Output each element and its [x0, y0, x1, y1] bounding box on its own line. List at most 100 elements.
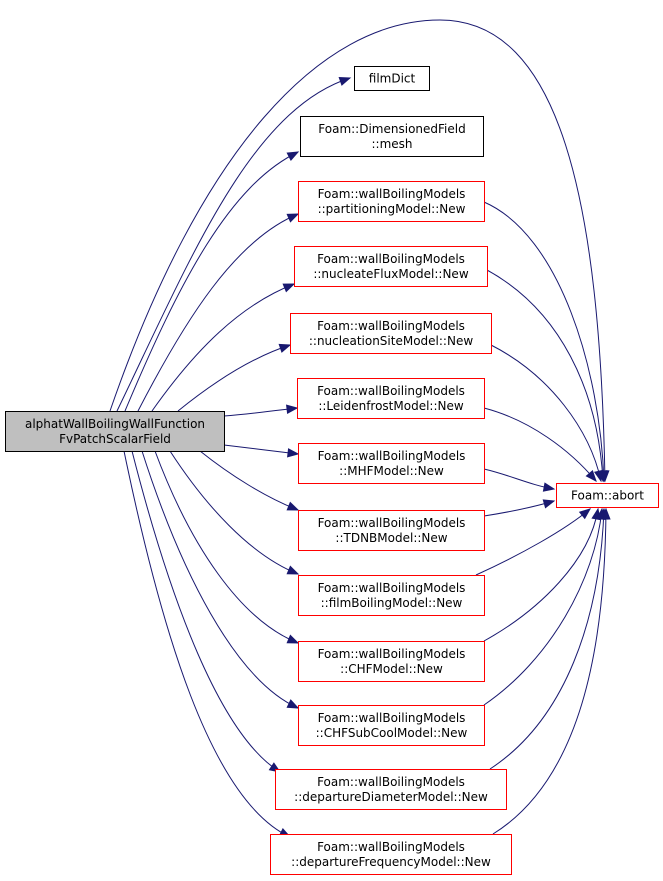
edge-root-to-filmBoiling [169, 450, 300, 575]
node-departureFrequency[interactable]: Foam::wallBoilingModels::departureFreque… [270, 834, 512, 875]
edge-line [486, 269, 604, 482]
node-label-line: Foam::wallBoilingModels [318, 711, 466, 725]
edge-line [141, 450, 299, 709]
edge-line [154, 450, 299, 644]
edge-departureFrequency-to-abort [492, 507, 611, 835]
edge-line [483, 508, 599, 642]
node-box [297, 378, 485, 419]
nodes-layer: alphatWallBoilingWallFunctionFvPatchScal… [5, 66, 659, 875]
edge-line [483, 500, 555, 517]
edges-layer [109, 19, 611, 838]
node-box [270, 834, 512, 875]
node-label-line: ::CHFSubCoolModel::New [316, 726, 468, 740]
node-label-line: Foam::wallBoilingModels [318, 187, 466, 201]
node-label-line: ::mesh [371, 137, 412, 151]
edge-root-to-departureDiameter [131, 450, 282, 773]
node-box [290, 313, 492, 354]
edge-arrowhead [542, 499, 556, 509]
node-partitioning[interactable]: Foam::wallBoilingModels::partitioningMod… [298, 181, 485, 222]
edge-root-to-mhf [223, 444, 300, 458]
node-chf[interactable]: Foam::wallBoilingModels::CHFModel::New [298, 641, 485, 682]
edge-root-to-nucleationSite [177, 343, 292, 412]
edge-arrowhead [578, 508, 592, 520]
edge-filmBoiling-to-abort [475, 508, 592, 576]
node-label-line: ::LeidenfrostModel::New [318, 399, 464, 413]
node-filmBoiling[interactable]: Foam::wallBoilingModels::filmBoilingMode… [298, 575, 485, 616]
edge-line [116, 77, 351, 412]
edge-departureDiameter-to-abort [489, 507, 609, 770]
edge-line [109, 19, 606, 482]
edge-root-to-nucleateFlux [151, 283, 296, 412]
node-label-line: ::departureFrequencyModel::New [291, 855, 491, 869]
node-label-line: alphatWallBoilingWallFunction [25, 417, 205, 431]
edge-line [223, 407, 298, 417]
edge-root-to-leidenfrost [223, 404, 299, 417]
edge-arrowhead [286, 634, 300, 644]
node-label-line: ::filmBoilingModel::New [321, 596, 463, 610]
edge-partitioning-to-abort [483, 201, 609, 483]
node-filmDict[interactable]: filmDict [354, 66, 430, 91]
node-abort[interactable]: Foam::abort [556, 483, 659, 508]
edge-root-to-filmDict [116, 76, 352, 412]
node-box [275, 769, 507, 810]
node-label-line: Foam::wallBoilingModels [317, 775, 465, 789]
edge-nucleationSite-to-abort [490, 344, 604, 483]
edge-root-to-departureFrequency [123, 450, 292, 838]
node-box [298, 641, 485, 682]
node-label-line: Foam::wallBoilingModels [317, 384, 465, 398]
edge-arrowhead [286, 699, 300, 709]
edge-line [483, 468, 555, 490]
node-nucleationSite[interactable]: Foam::wallBoilingModels::nucleationSiteM… [290, 313, 492, 354]
edge-line [483, 407, 597, 482]
node-label-line: Foam::DimensionedField [318, 122, 465, 136]
node-box [298, 705, 485, 746]
node-label-line: ::MHFModel::New [339, 464, 444, 478]
edge-nucleateFlux-to-abort [486, 269, 608, 483]
node-label-line: Foam::wallBoilingModels [317, 252, 465, 266]
edge-root-to-tdnb [199, 450, 300, 511]
node-departureDiameter[interactable]: Foam::wallBoilingModels::departureDiamet… [275, 769, 507, 810]
node-label-line: Foam::wallBoilingModels [317, 840, 465, 854]
node-mesh[interactable]: Foam::DimensionedField::mesh [300, 116, 484, 157]
node-tdnb[interactable]: Foam::wallBoilingModels::TDNBModel::New [298, 510, 485, 551]
node-label-line: ::CHFModel::New [340, 662, 443, 676]
edge-line [199, 450, 299, 511]
edge-line [151, 283, 295, 412]
edge-line [124, 151, 299, 412]
edge-line [492, 508, 607, 835]
edge-line [123, 450, 291, 838]
node-label-line: Foam::wallBoilingModels [317, 319, 465, 333]
edge-line [169, 450, 299, 575]
edge-arrowhead [286, 501, 300, 511]
node-label-line: ::partitioningModel::New [318, 202, 466, 216]
edge-arrowhead [338, 76, 352, 86]
edge-line [137, 213, 299, 412]
node-nucleateFlux[interactable]: Foam::wallBoilingModels::nucleateFluxMod… [294, 246, 488, 287]
node-label-line: Foam::wallBoilingModels [318, 647, 466, 661]
node-mhf[interactable]: Foam::wallBoilingModels::MHFModel::New [298, 443, 485, 484]
edge-line [475, 508, 591, 576]
node-box [298, 443, 485, 484]
edge-arrowhead [585, 469, 597, 483]
edge-leidenfrost-to-abort [483, 407, 597, 483]
node-box [556, 483, 659, 508]
node-chfSubCool[interactable]: Foam::wallBoilingModels::CHFSubCoolModel… [298, 705, 485, 746]
node-root: alphatWallBoilingWallFunctionFvPatchScal… [5, 411, 225, 452]
edge-arrowhead [286, 404, 299, 414]
node-leidenfrost[interactable]: Foam::wallBoilingModels::LeidenfrostMode… [297, 378, 485, 419]
node-box [298, 510, 485, 551]
node-label-line: filmDict [369, 72, 416, 86]
edge-tdnb-to-abort [483, 499, 556, 517]
node-box [298, 575, 485, 616]
edge-arrowhead [286, 151, 300, 162]
edge-root-to-partitioning [137, 213, 300, 412]
node-box [294, 246, 488, 287]
node-box [300, 116, 484, 157]
edge-arrowhead [278, 343, 292, 353]
edge-root-to-chf [154, 450, 300, 644]
node-box [298, 181, 485, 222]
edge-line [489, 508, 605, 770]
node-label-line: ::TDNBModel::New [335, 531, 447, 545]
node-label-line: Foam::wallBoilingModels [318, 516, 466, 530]
edge-root-to-mesh [124, 151, 300, 412]
